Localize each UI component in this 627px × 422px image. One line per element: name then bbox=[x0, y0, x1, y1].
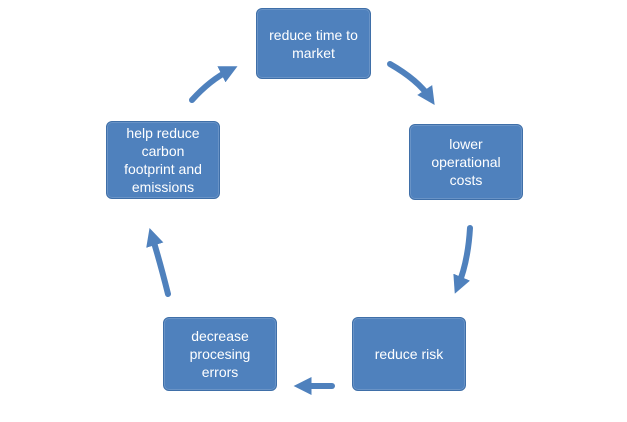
node-decrease-processing-errors: decrease procesing errors bbox=[163, 317, 277, 391]
arrow-n5-to-n1 bbox=[189, 66, 238, 103]
node-label: reduce risk bbox=[374, 346, 444, 362]
arrow-n2-to-n3 bbox=[453, 225, 473, 294]
node-reduce-risk: reduce risk bbox=[352, 317, 466, 391]
arrow-n4-to-n5 bbox=[146, 227, 171, 297]
node-help-reduce-carbon-footprint: help reduce carbon footprint and emissio… bbox=[106, 121, 220, 199]
node-lower-operational-costs: lower operational costs bbox=[409, 124, 523, 200]
node-label: decrease procesing errors bbox=[189, 328, 251, 380]
node-label: reduce time to market bbox=[269, 26, 358, 61]
node-label: help reduce carbon footprint and emissio… bbox=[124, 125, 202, 195]
node-reduce-time-to-market: reduce time to market bbox=[256, 8, 371, 79]
arrow-n1-to-n2 bbox=[387, 61, 435, 105]
node-label: lower operational costs bbox=[431, 136, 501, 188]
